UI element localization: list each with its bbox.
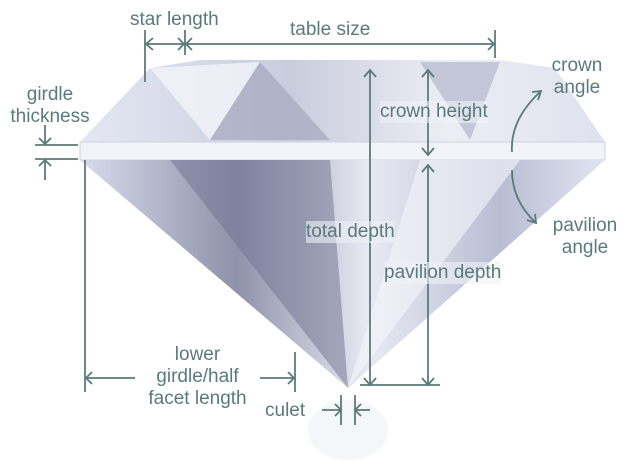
crown-height-label: crown height	[380, 101, 488, 123]
girdle-thickness-line1: girdle	[26, 84, 74, 105]
girdle-thickness-label: girdle thickness	[4, 84, 96, 128]
total-depth-label: total depth	[306, 221, 395, 243]
crown-angle-line2: angle	[553, 77, 601, 98]
girdle-thickness-line2: thickness	[10, 106, 90, 127]
lower-girdle-label: lower girdle/half facet length	[135, 344, 260, 410]
pavilion-angle-line1: pavilion	[552, 215, 618, 236]
lower-girdle-line1: lower	[174, 344, 221, 365]
crown-angle-label: crown angle	[548, 55, 606, 99]
pavilion-angle-line2: angle	[561, 237, 609, 258]
lower-girdle-line3: facet length	[148, 388, 247, 409]
crown-angle-line1: crown	[551, 55, 603, 76]
lower-girdle-line2: girdle/half	[156, 366, 239, 387]
pavilion-depth-label: pavilion depth	[384, 262, 502, 284]
star-length-label: star length	[130, 9, 219, 30]
table-size-label: table size	[290, 19, 371, 40]
pavilion-angle-label: pavilion angle	[546, 215, 624, 259]
culet-label: culet	[265, 400, 306, 421]
